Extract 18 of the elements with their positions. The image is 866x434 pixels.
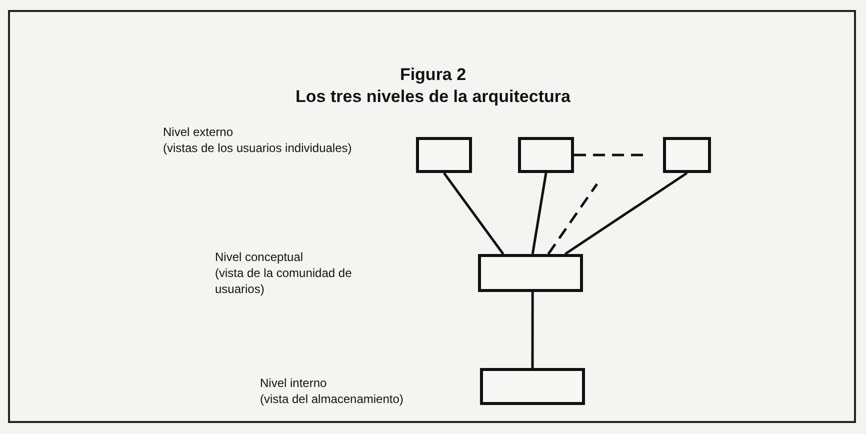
level-name: Nivel conceptual [215, 249, 304, 265]
level-name: Nivel externo [163, 124, 234, 140]
level-box [663, 137, 711, 173]
level-name: Nivel interno [260, 375, 328, 391]
dashed-connector [574, 154, 645, 156]
dashed-connector [547, 183, 598, 255]
level-description: (vistas de los usuarios individuales) [163, 140, 353, 156]
level-box [416, 137, 472, 173]
level-box [478, 254, 583, 292]
level-box [518, 137, 574, 173]
connector-line [531, 172, 548, 254]
connector-line [443, 172, 504, 255]
connector-line [531, 292, 534, 368]
level-box [480, 368, 585, 405]
level-description: (vista del almacenamiento) [260, 391, 404, 407]
connector-line [564, 172, 688, 256]
level-description: (vista de la comunidad de usuarios) [215, 265, 353, 297]
title: Figura 2 Los tres niveles de la arquitectura [294, 64, 572, 108]
